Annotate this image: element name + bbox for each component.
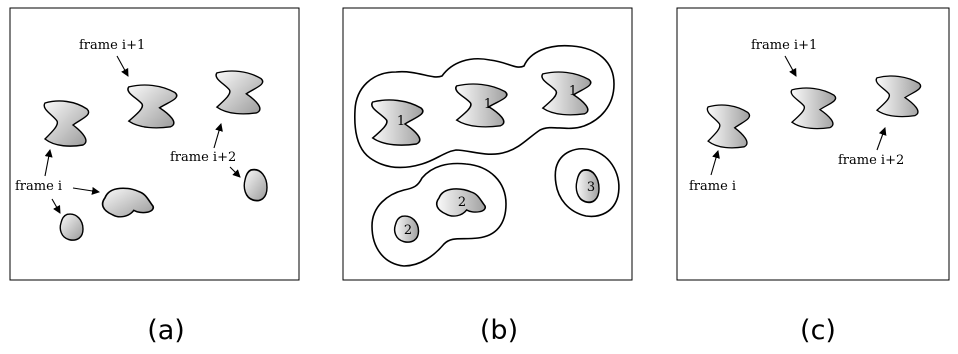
label-c-frame-i1: frame i+1 bbox=[751, 38, 817, 53]
arrow-frame-i-down bbox=[51, 198, 61, 214]
arrow-c-frame-i2 bbox=[876, 127, 887, 151]
label-c-frame-i: frame i bbox=[689, 179, 736, 194]
region-number-1c: 1 bbox=[569, 84, 577, 99]
cluster-3-hull bbox=[554, 148, 620, 218]
label-frame-i2: frame i+2 bbox=[170, 150, 236, 165]
arrow-frame-i-up bbox=[44, 149, 53, 177]
blob-frame-i2-small bbox=[243, 168, 268, 202]
panel-a: frame i+1 frame i+2 frame i (a) bbox=[9, 7, 300, 346]
arrow-c-frame-i1 bbox=[784, 55, 797, 77]
arrow-frame-i-right bbox=[72, 186, 100, 195]
region-number-2b: 2 bbox=[404, 223, 412, 238]
cluster-2-hull bbox=[371, 162, 507, 267]
arrow-c-frame-i bbox=[710, 150, 720, 176]
caption-a: (a) bbox=[147, 315, 185, 346]
arrow-frame-i1 bbox=[116, 55, 129, 77]
label-frame-i1: frame i+1 bbox=[79, 38, 145, 53]
arrow-frame-i2-down bbox=[229, 166, 241, 178]
panel-c: frame i+1 frame i+2 frame i (c) bbox=[676, 7, 950, 346]
region-number-1b: 1 bbox=[484, 97, 492, 112]
arrow-frame-i2-up bbox=[213, 123, 223, 149]
blob-frame-i-low bbox=[59, 213, 84, 241]
label-c-frame-i2: frame i+2 bbox=[838, 153, 904, 168]
label-frame-i: frame i bbox=[15, 179, 62, 194]
panel-b: 1 1 1 2 2 3 (b) bbox=[342, 7, 633, 346]
region-number-3: 3 bbox=[587, 180, 595, 195]
region-number-2a: 2 bbox=[458, 195, 466, 210]
region-number-1a: 1 bbox=[397, 114, 405, 129]
cluster-1-hull bbox=[353, 44, 615, 169]
caption-c: (c) bbox=[800, 315, 836, 346]
caption-b: (b) bbox=[480, 315, 518, 346]
